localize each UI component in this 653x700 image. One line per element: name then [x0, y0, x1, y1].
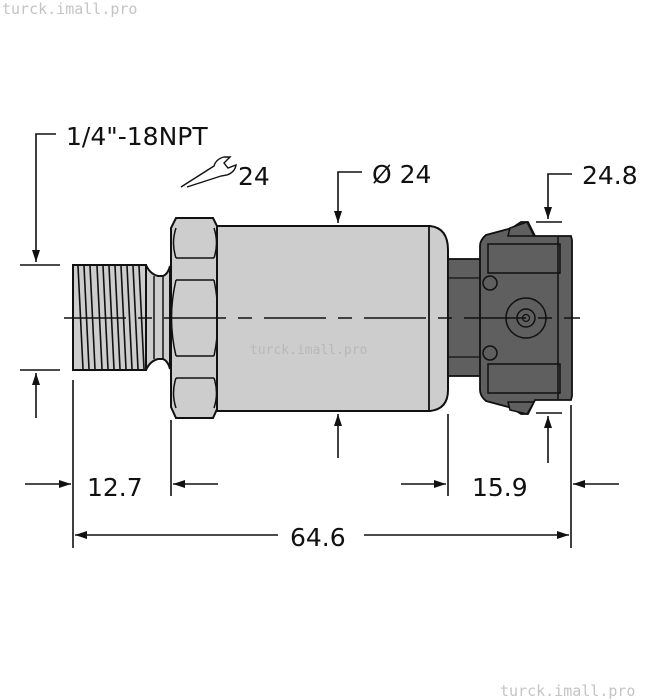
connector-height-label: 24.8 — [582, 161, 638, 190]
connector-length-dimension: 15.9 — [401, 473, 619, 502]
body-diameter-dimension: Ø 24 — [334, 160, 431, 458]
sensor-body: turck.imall.pro — [216, 225, 449, 412]
connector-length-label: 15.9 — [472, 473, 528, 502]
connector-height-dimension: 24.8 — [536, 161, 638, 463]
overall-length-label: 64.6 — [290, 523, 346, 552]
thread-dimension: 1/4"-18NPT 24 — [20, 122, 270, 418]
watermark-bottom-right: turck.imall.pro — [500, 682, 635, 700]
overall-length-dimension: 64.6 — [75, 523, 569, 552]
watermark-center: turck.imall.pro — [250, 343, 367, 358]
body-diameter-label: Ø 24 — [372, 160, 431, 189]
thread-label: 1/4"-18NPT — [66, 122, 208, 151]
thread-length-dimension: 12.7 — [25, 473, 218, 502]
wrench-icon — [180, 156, 237, 188]
thread-length-label: 12.7 — [87, 473, 143, 502]
extension-lines — [72, 380, 572, 548]
watermark-top-left: turck.imall.pro — [2, 0, 137, 18]
wrench-size-label: 24 — [238, 162, 270, 191]
